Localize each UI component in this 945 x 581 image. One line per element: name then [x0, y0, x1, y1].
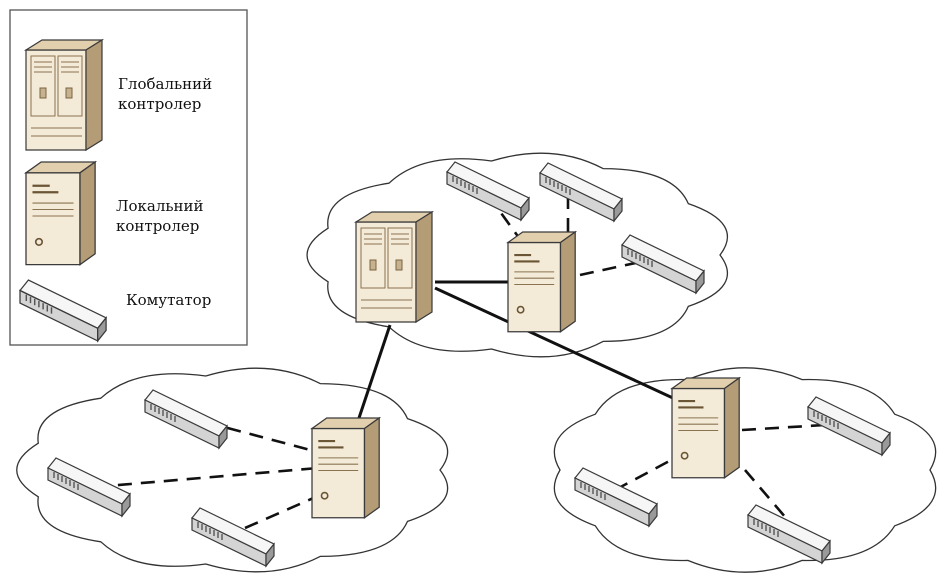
legend-label-global-controller: Глобальний контролер — [118, 75, 213, 113]
link-global-to-local-left — [353, 324, 392, 431]
link-right-switch-1 — [741, 423, 826, 432]
link-global-to-local-right — [434, 286, 689, 407]
link-top-switch-3 — [579, 260, 641, 277]
legend-label-switch: Комутатор — [126, 291, 212, 309]
link-left-switch-1 — [204, 420, 319, 454]
local-controller-right-icon — [670, 376, 741, 479]
legend-box — [9, 9, 248, 346]
global-controller-icon — [355, 211, 433, 323]
link-left-switch-2 — [94, 466, 319, 489]
local-controller-left-icon — [310, 416, 381, 519]
link-left-switch-3 — [244, 494, 319, 530]
legend-label-local-controller: Локальний контролер — [116, 197, 204, 235]
global-controller-icon — [25, 39, 103, 151]
link-right-switch-3 — [744, 469, 793, 526]
local-controller-top-icon — [506, 230, 577, 333]
local-controller-icon — [24, 160, 97, 266]
